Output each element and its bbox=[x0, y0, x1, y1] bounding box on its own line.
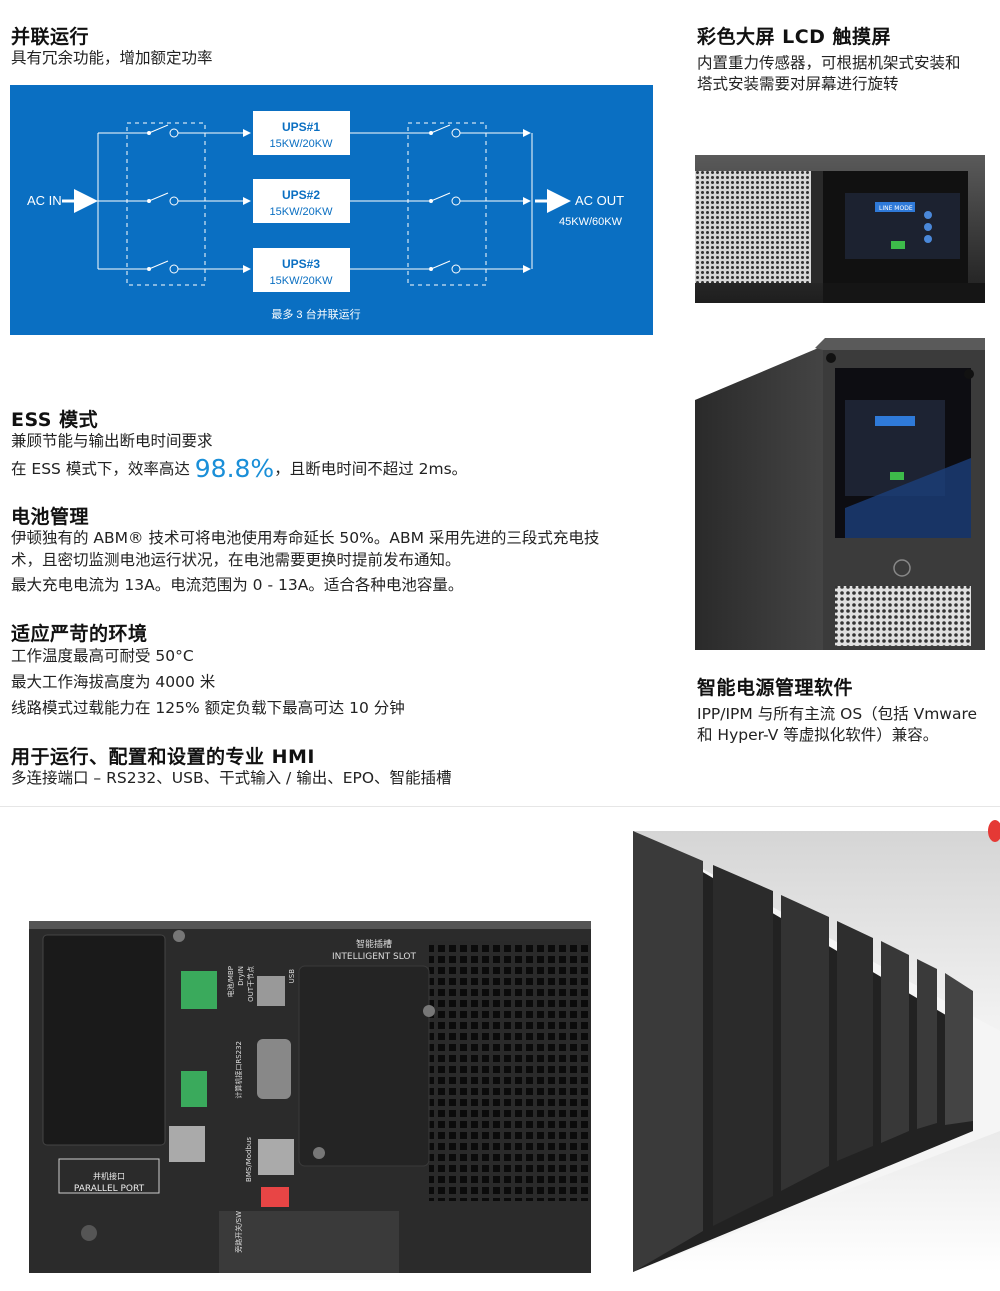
port-label-battery: 电池/MBP bbox=[226, 966, 235, 997]
hmi-subtitle: 多连接端口 – RS232、USB、干式输入 / 输出、EPO、智能插槽 bbox=[11, 769, 452, 787]
datacenter-image bbox=[633, 831, 1000, 1272]
environment-line-3: 线路模式过载能力在 125% 额定负载下最高可达 10 分钟 bbox=[11, 699, 405, 717]
parallel-title: 并联运行 bbox=[11, 26, 90, 48]
parallel-port-cn: 并机接口 bbox=[93, 1171, 125, 1181]
parallel-diagram: AC IN UPS#1 15KW/20KW bbox=[10, 85, 653, 335]
environment-line-1: 工作温度最高可耐受 50°C bbox=[11, 647, 194, 665]
environment-title: 适应严苛的环境 bbox=[11, 623, 148, 645]
slot-label-cn: 智能插槽 bbox=[356, 938, 392, 950]
output-switch-group bbox=[407, 122, 487, 286]
ups-rating-1: 15KW/20KW bbox=[270, 138, 334, 150]
ess-efficiency-line: 在 ESS 模式下，效率高达 98.8%，且断电时间不超过 2ms。 bbox=[11, 456, 468, 481]
parallel-diagram-svg: AC IN UPS#1 15KW/20KW bbox=[27, 111, 624, 321]
ups-row-1 bbox=[98, 124, 531, 138]
ups-box-3 bbox=[253, 248, 350, 292]
corner-badge bbox=[988, 820, 1000, 842]
software-line-2: 和 Hyper-V 等虚拟化软件）兼容。 bbox=[697, 726, 939, 744]
ac-out-label: AC OUT bbox=[575, 193, 624, 208]
battery-line-1: 伊顿独有的 ABM® 技术可将电池使用寿命延长 50%。ABM 采用先进的三段式… bbox=[11, 529, 600, 547]
ess-title: ESS 模式 bbox=[11, 409, 99, 431]
battery-line-2: 术，且密切监测电池运行状况，在电池需要更换时提前发布通知。 bbox=[11, 551, 461, 569]
ess-text-after: ，且断电时间不超过 2ms。 bbox=[274, 460, 468, 478]
ess-efficiency-value: 98.8% bbox=[194, 454, 275, 483]
port-label-out: OUT干节点 bbox=[247, 966, 255, 1002]
ups-row-3 bbox=[98, 260, 531, 274]
battery-title: 电池管理 bbox=[11, 506, 90, 528]
diagram-caption: 最多 3 台并联运行 bbox=[271, 307, 360, 321]
section-divider bbox=[0, 806, 1000, 807]
port-label-dryin: DryIN bbox=[237, 966, 245, 986]
tower-ups-image bbox=[695, 338, 985, 650]
ac-out-rating: 45KW/60KW bbox=[559, 216, 623, 228]
parallel-subtitle: 具有冗余功能，增加额定功率 bbox=[11, 49, 213, 67]
ups-box-2 bbox=[253, 179, 350, 223]
parallel-port-en: PARALLEL PORT bbox=[74, 1184, 145, 1194]
ups-row-2 bbox=[98, 192, 531, 206]
ups-name-3: UPS#3 bbox=[282, 257, 320, 271]
slot-label-en: INTELLIGENT SLOT bbox=[332, 952, 416, 962]
port-label-usb: USB bbox=[288, 969, 296, 984]
rack-screen-label: LINE MODE bbox=[879, 205, 913, 212]
rear-panel-image: 智能插槽 INTELLIGENT SLOT 并机接口 PARALLEL PORT… bbox=[29, 921, 591, 1273]
battery-line-3: 最大充电电流为 13A。电流范围为 0 - 13A。适合各种电池容量。 bbox=[11, 576, 464, 594]
hmi-title: 用于运行、配置和设置的专业 HMI bbox=[11, 746, 315, 768]
ups-rating-3: 15KW/20KW bbox=[270, 275, 334, 287]
port-label-switch: 旁路开关/SW bbox=[234, 1211, 243, 1253]
software-title: 智能电源管理软件 bbox=[697, 677, 854, 699]
input-switch-group bbox=[126, 122, 206, 286]
lcd-line-1: 内置重力传感器，可根据机架式安装和 bbox=[697, 54, 961, 72]
ups-rating-2: 15KW/20KW bbox=[270, 206, 334, 218]
environment-line-2: 最大工作海拔高度为 4000 米 bbox=[11, 673, 216, 691]
ups-name-1: UPS#1 bbox=[282, 120, 320, 134]
ups-box-1 bbox=[253, 111, 350, 155]
ac-in-label: AC IN bbox=[27, 193, 62, 208]
software-line-1: IPP/IPM 与所有主流 OS（包括 Vmware bbox=[697, 705, 978, 723]
rack-ups-image: LINE MODE bbox=[695, 155, 985, 303]
ess-text-before: 在 ESS 模式下，效率高达 bbox=[11, 460, 195, 478]
lcd-line-2: 塔式安装需要对屏幕进行旋转 bbox=[697, 75, 899, 93]
port-label-rs232: 计算机接口RS232 bbox=[234, 1041, 243, 1099]
lcd-title: 彩色大屏 LCD 触摸屏 bbox=[697, 26, 892, 48]
ups-name-2: UPS#2 bbox=[282, 188, 320, 202]
ess-subtitle: 兼顾节能与输出断电时间要求 bbox=[11, 432, 213, 450]
port-label-bms: BMS/Modbus bbox=[245, 1137, 253, 1182]
